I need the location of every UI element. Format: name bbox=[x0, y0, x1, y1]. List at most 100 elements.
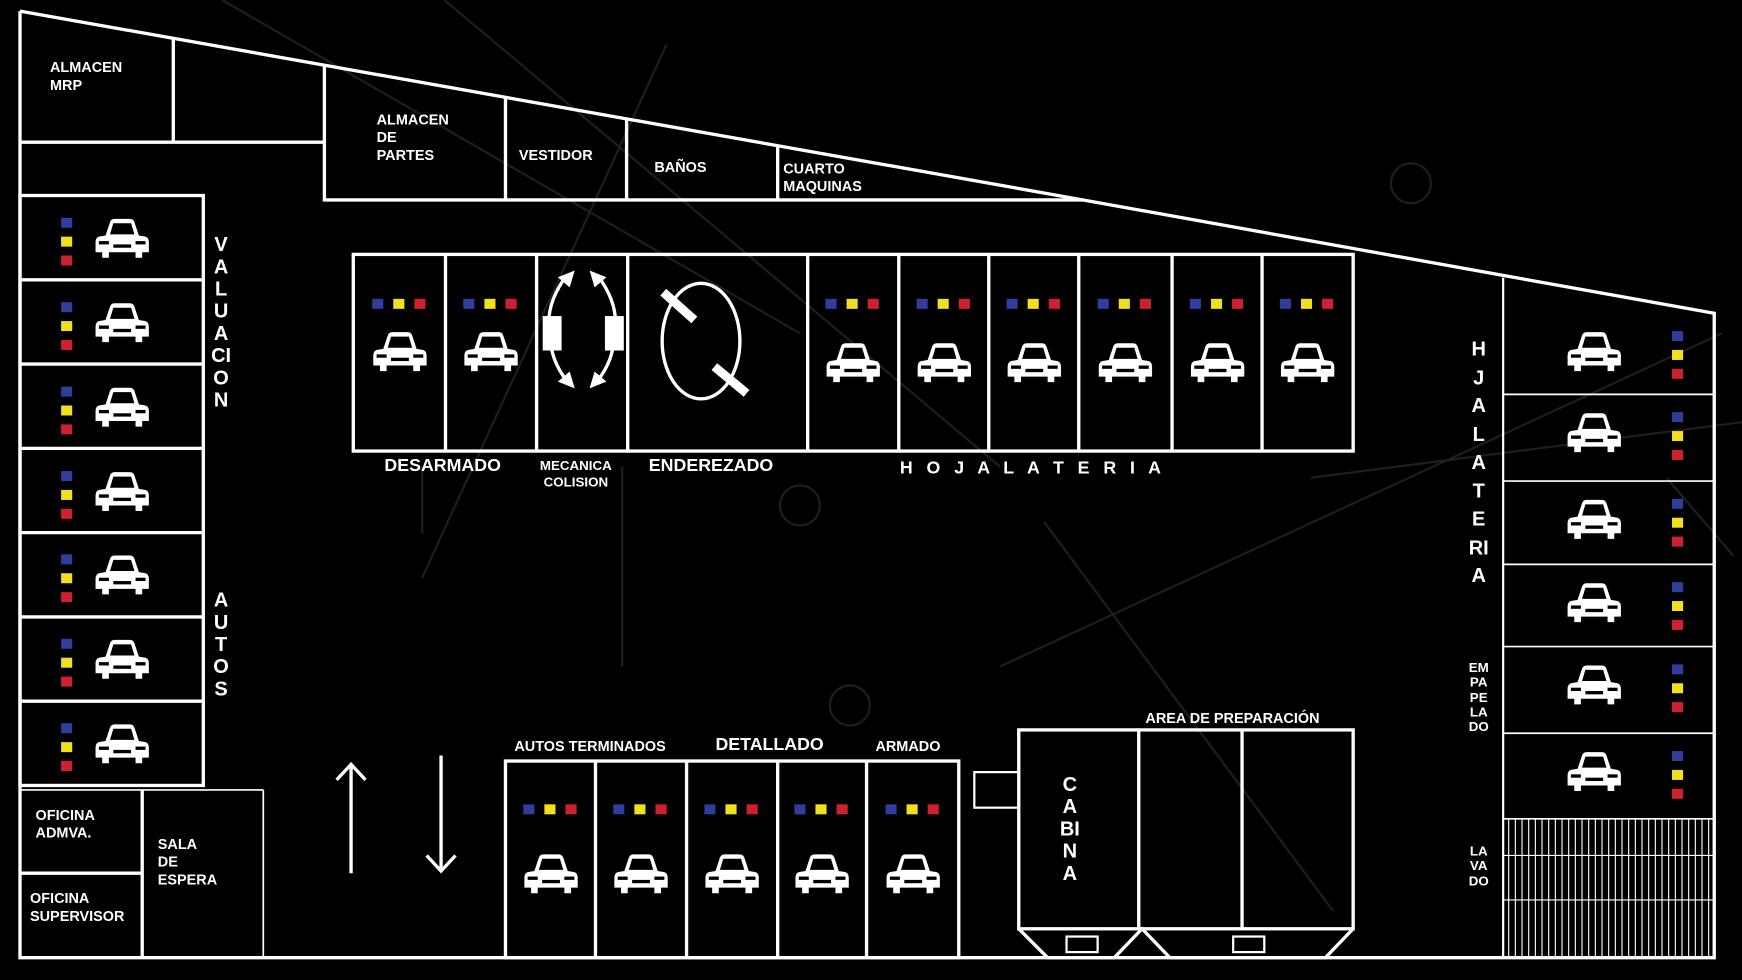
label-desarmado: DESARMADO bbox=[384, 456, 501, 476]
status-square bbox=[61, 386, 73, 397]
label-hojalateria-vertical: HJALATERIA bbox=[1468, 337, 1489, 587]
label-empapelado: EMPAPELADO bbox=[1468, 659, 1489, 735]
car-icon bbox=[916, 340, 972, 384]
arrow-up-icon bbox=[335, 761, 367, 874]
label-lavado: LAVADO bbox=[1468, 843, 1489, 889]
status-square bbox=[794, 804, 806, 815]
car-icon bbox=[94, 384, 150, 428]
car-icon bbox=[704, 851, 760, 895]
car-icon bbox=[1006, 340, 1062, 384]
status-square bbox=[61, 508, 73, 519]
status-square bbox=[1672, 368, 1684, 379]
status-square bbox=[61, 554, 73, 565]
status-square bbox=[1231, 298, 1243, 309]
status-square bbox=[392, 298, 404, 309]
status-square bbox=[1672, 582, 1684, 593]
status-square bbox=[61, 255, 73, 266]
status-square bbox=[634, 804, 646, 815]
status-square bbox=[61, 639, 73, 650]
car-icon bbox=[94, 721, 150, 765]
status-square bbox=[1005, 298, 1018, 309]
status-square bbox=[61, 742, 73, 753]
car-icon bbox=[1566, 497, 1622, 541]
stall-dividers bbox=[19, 254, 1715, 958]
status-square bbox=[746, 804, 758, 815]
car-icon bbox=[523, 851, 579, 895]
car-icon bbox=[94, 468, 150, 512]
status-square bbox=[1118, 298, 1130, 309]
label-valuacion: VALUACION bbox=[211, 233, 232, 412]
car-icon bbox=[1189, 340, 1245, 384]
room-oficina-supervisor: OFICINA SUPERVISOR bbox=[29, 889, 125, 925]
room-almacen-mrp: ALMACEN MRP bbox=[49, 58, 123, 94]
label-mecanica-colision: MECANICA COLISION bbox=[539, 457, 612, 490]
status-square bbox=[564, 804, 577, 815]
car-icon bbox=[94, 300, 150, 344]
status-square bbox=[1672, 619, 1684, 630]
status-square bbox=[725, 804, 737, 815]
status-square bbox=[1672, 683, 1684, 694]
arrow-down-icon bbox=[425, 755, 457, 874]
car-icon bbox=[1566, 662, 1622, 706]
label-enderezado: ENDEREZADO bbox=[648, 456, 774, 476]
car-icon bbox=[885, 851, 941, 895]
status-square bbox=[371, 298, 383, 309]
room-sala-espera: SALA DE ESPERA bbox=[157, 835, 218, 888]
room-oficina-admva: OFICINA ADMVA. bbox=[35, 806, 95, 842]
status-square bbox=[61, 676, 73, 687]
status-square bbox=[1672, 788, 1684, 799]
status-square bbox=[1300, 298, 1313, 309]
label-detallado: DETALLADO bbox=[715, 735, 824, 755]
status-square bbox=[867, 298, 879, 309]
label-autos-terminados: AUTOS TERMINADOS bbox=[514, 737, 666, 755]
status-square bbox=[1672, 664, 1684, 675]
status-square bbox=[1672, 702, 1684, 713]
status-square bbox=[1672, 412, 1684, 423]
status-square bbox=[1672, 449, 1684, 460]
car-icon bbox=[463, 329, 519, 373]
car-icon bbox=[1566, 749, 1622, 793]
status-square bbox=[61, 470, 73, 481]
lavado-hatch bbox=[1503, 818, 1715, 958]
status-square bbox=[61, 405, 73, 416]
room-vestidor: VESTIDOR bbox=[518, 146, 593, 164]
status-square bbox=[1672, 498, 1684, 509]
car-icon bbox=[1566, 410, 1622, 454]
car-icon bbox=[94, 553, 150, 597]
status-square bbox=[1672, 517, 1684, 528]
background-structure bbox=[221, 0, 1742, 912]
status-square bbox=[836, 804, 848, 815]
status-square bbox=[1097, 298, 1109, 309]
status-square bbox=[1027, 298, 1039, 309]
status-square bbox=[884, 804, 896, 815]
status-square bbox=[846, 298, 858, 309]
status-square bbox=[825, 298, 837, 309]
car-icon bbox=[794, 851, 850, 895]
status-square bbox=[522, 804, 534, 815]
status-square bbox=[927, 804, 939, 815]
status-square bbox=[543, 804, 555, 815]
status-square bbox=[61, 592, 73, 603]
car-icon bbox=[94, 637, 150, 681]
car-icon bbox=[1280, 340, 1336, 384]
status-square bbox=[463, 298, 475, 309]
status-square bbox=[815, 804, 827, 815]
car-icon bbox=[613, 851, 669, 895]
status-square bbox=[1672, 349, 1684, 360]
status-square bbox=[1672, 431, 1684, 442]
car-icon bbox=[1566, 580, 1622, 624]
status-square bbox=[704, 804, 716, 815]
status-square bbox=[413, 298, 425, 309]
label-hojalateria: H O J A L A T E R I A bbox=[899, 458, 1166, 478]
car-icon bbox=[94, 216, 150, 260]
status-square bbox=[61, 761, 73, 772]
status-square bbox=[61, 236, 73, 247]
status-square bbox=[61, 339, 73, 350]
car-icon bbox=[1098, 340, 1154, 384]
room-cuarto-maquinas: CUARTO MAQUINAS bbox=[783, 159, 862, 195]
status-square bbox=[61, 723, 73, 734]
status-square bbox=[1672, 601, 1684, 612]
label-area-preparacion: AREA DE PREPARACIÓN bbox=[1145, 709, 1320, 727]
car-icon bbox=[1566, 329, 1622, 373]
